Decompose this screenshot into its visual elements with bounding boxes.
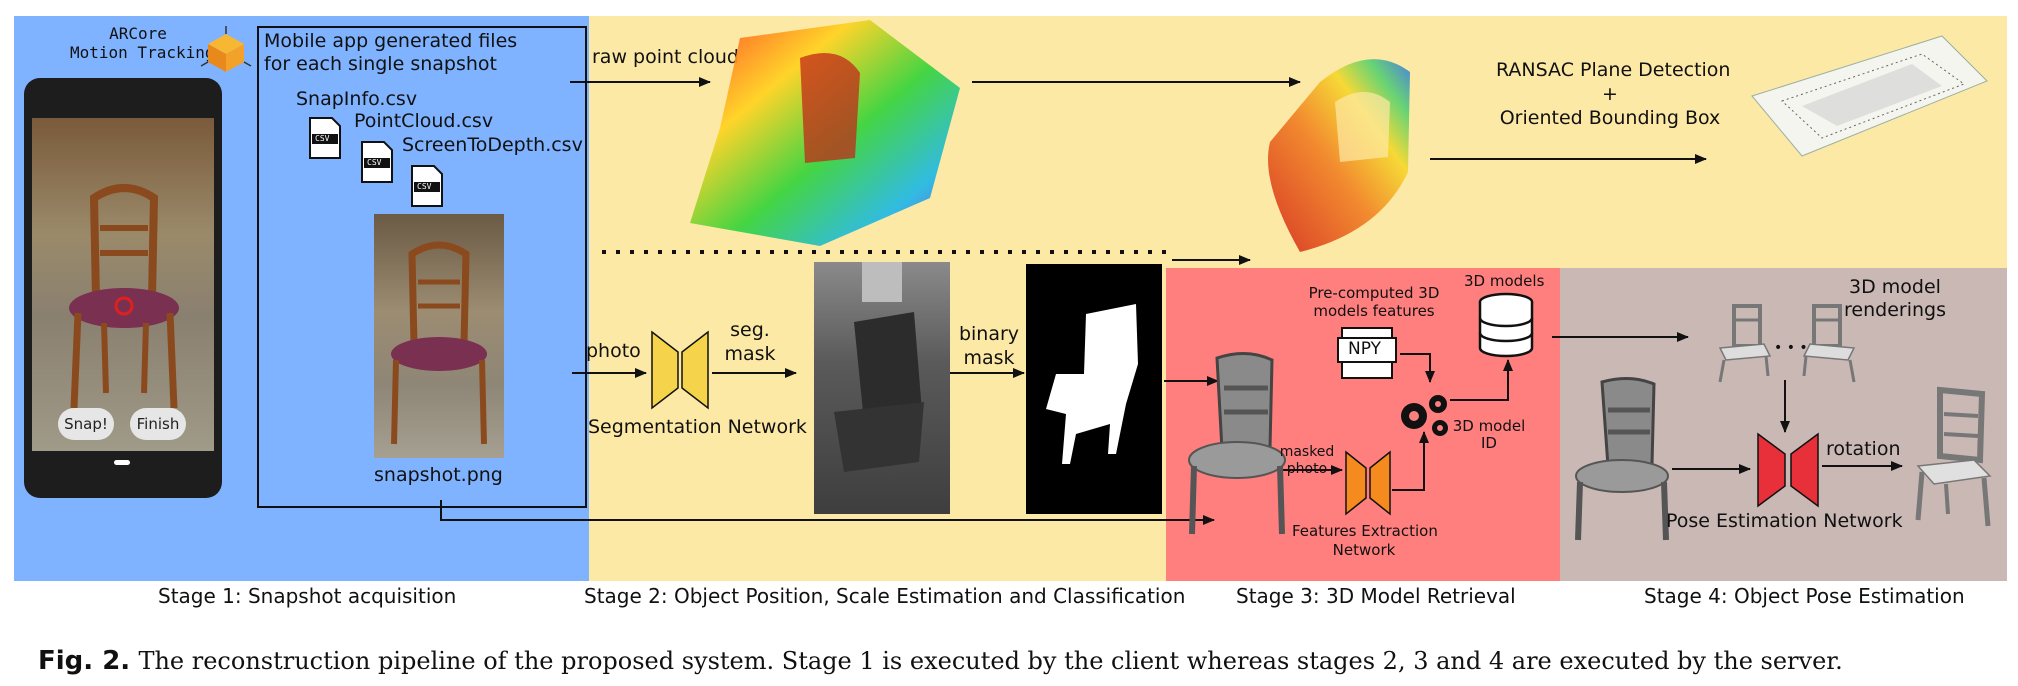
files-box: [257, 26, 587, 508]
figure-caption: Fig. 2. The reconstruction pipeline of t…: [38, 646, 1843, 676]
snapshot-chair-illustration: [391, 241, 487, 445]
snap-button[interactable]: Snap!: [58, 408, 114, 440]
masked-photo-line1: masked: [1279, 444, 1335, 460]
features-network-label: Features Extraction Network: [1292, 522, 1438, 560]
binary-mask-chair-shape: [1046, 304, 1138, 464]
stage3-label: Stage 3: 3D Model Retrieval: [1236, 584, 1516, 608]
database-icon: [1478, 292, 1534, 358]
stage1-label: Stage 1: Snapshot acquisition: [158, 584, 457, 608]
arcore-label: ARCore Motion Tracking: [70, 24, 215, 62]
phone-home-indicator: [114, 460, 130, 465]
files-title-line2: for each single snapshot: [264, 53, 497, 75]
phone-screen: [32, 118, 214, 451]
ransac-line2: +: [1602, 83, 1618, 105]
finish-button[interactable]: Finish: [130, 408, 186, 440]
npy-label: NPY: [1348, 339, 1381, 359]
seg-mask-line1: seg.: [730, 319, 770, 341]
models-db-label: 3D models: [1464, 272, 1545, 290]
binary-mask-line2: mask: [963, 347, 1015, 369]
binary-mask-label: binary mask: [956, 322, 1022, 370]
point-cloud-render: [690, 20, 960, 246]
masked-photo-label: masked photo: [1276, 444, 1338, 478]
renderings-ellipsis: • • •: [1774, 340, 1808, 356]
seg-mask-chair-shape: [834, 262, 924, 472]
phone-mockup: Snap! Finish: [24, 78, 222, 498]
features-network-line2: Network: [1332, 541, 1396, 559]
renderings-line2: renderings: [1844, 299, 1946, 321]
files-title: Mobile app generated files for each sing…: [264, 30, 517, 76]
stage4-input-chair-photo: [1575, 377, 1669, 541]
ar-cube-icon: [200, 26, 252, 72]
precomputed-label: Pre-computed 3D models features: [1294, 284, 1454, 320]
binary-mask-image: [1026, 264, 1162, 514]
precomputed-line1: Pre-computed 3D: [1308, 284, 1440, 302]
csv-tag: CSV: [417, 182, 432, 191]
features-network-line1: Features Extraction: [1292, 522, 1438, 540]
arcore-line2: Motion Tracking: [70, 43, 215, 62]
stage4-label: Stage 4: Object Pose Estimation: [1644, 584, 1965, 608]
chair-photo-illustration: [69, 184, 179, 409]
ransac-line3: Oriented Bounding Box: [1499, 107, 1721, 129]
photo-label: photo: [586, 340, 641, 362]
output-rotated-chair: [1915, 386, 1992, 527]
rendering-chair-1: [1718, 304, 1772, 383]
precomputed-line2: models features: [1313, 302, 1435, 320]
csv-file-icon: CSV: [410, 164, 444, 208]
rendering-chair-2: [1802, 304, 1856, 383]
file-screentodepth: ScreenToDepth.csv: [402, 134, 583, 156]
csv-tag: CSV: [367, 158, 382, 167]
binary-mask-line1: binary: [958, 323, 1020, 345]
segmentation-network-label: Segmentation Network: [588, 416, 807, 438]
raw-point-cloud-label: raw point cloud: [592, 46, 739, 68]
renderings-line1: 3D model: [1849, 276, 1941, 298]
snapshot-label: snapshot.png: [374, 464, 503, 486]
snapshot-image: [374, 214, 504, 458]
csv-file-icon: CSV: [360, 140, 394, 184]
rotation-label: rotation: [1826, 438, 1901, 460]
seg-mask-line2: mask: [724, 343, 776, 365]
model-id-line1: 3D model: [1452, 417, 1526, 435]
masked-chair-photo: [1188, 352, 1286, 535]
ransac-line1: RANSAC Plane Detection: [1496, 59, 1731, 81]
files-title-line1: Mobile app generated files: [264, 30, 518, 52]
masked-photo-line2: photo: [1286, 461, 1328, 477]
plane-bounding-box-render: [1751, 35, 1988, 157]
seg-mask-label: seg. mask: [722, 318, 778, 366]
npy-file-icon: NPY: [1336, 326, 1398, 380]
segmentation-network-icon: [651, 330, 709, 410]
csv-file-icon: CSV: [308, 116, 342, 160]
segmentation-mask-image: [814, 262, 950, 514]
ransac-label: RANSAC Plane Detection + Oriented Boundi…: [1496, 58, 1731, 130]
gears-icon: [1401, 395, 1448, 436]
caption-label: Fig. 2.: [38, 646, 131, 676]
chair-point-cloud: [1268, 59, 1410, 253]
renderings-label: 3D model renderings: [1820, 276, 1970, 322]
caption-text: The reconstruction pipeline of the propo…: [138, 647, 1843, 675]
pose-network-label: Pose Estimation Network: [1666, 510, 1903, 532]
model-id-label: 3D model ID: [1452, 418, 1526, 452]
arcore-line1: ARCore: [109, 24, 167, 43]
pose-estimation-network-icon: [1757, 432, 1819, 508]
file-pointcloud: PointCloud.csv: [354, 110, 494, 132]
stage2-label: Stage 2: Object Position, Scale Estimati…: [584, 584, 1186, 608]
file-snapinfo: SnapInfo.csv: [296, 88, 418, 110]
features-extraction-network-icon: [1345, 450, 1391, 516]
csv-tag: CSV: [315, 134, 330, 143]
model-id-line2: ID: [1481, 434, 1497, 452]
